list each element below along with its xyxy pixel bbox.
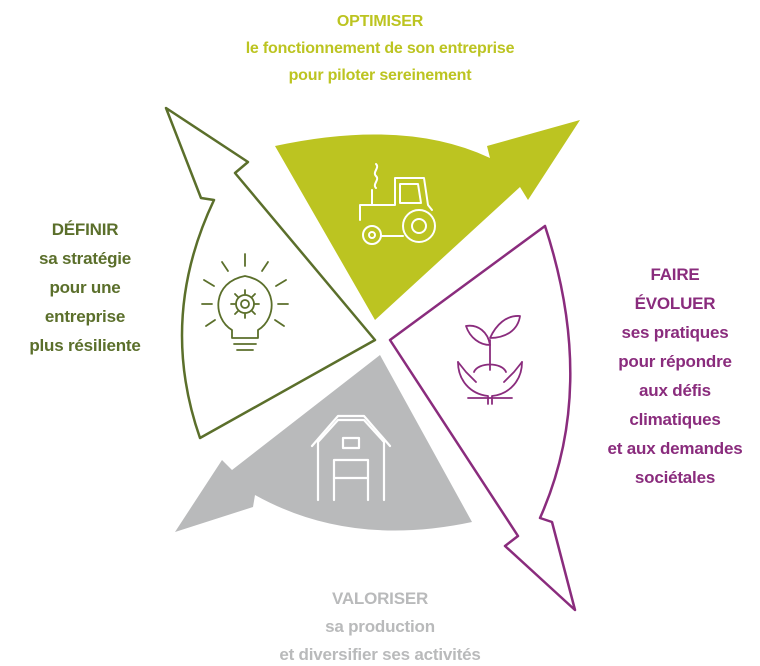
lightbulb-gear-icon bbox=[201, 253, 289, 351]
valoriser-title: VALORISER bbox=[331, 589, 429, 608]
evoluer-arrow-sector bbox=[388, 224, 577, 612]
evoluer-line-6: sociétales bbox=[634, 468, 716, 487]
evoluer-label: FAIRE ÉVOLUER ses pratiques pour répondr… bbox=[590, 260, 760, 492]
evoluer-line-5: et aux demandes bbox=[607, 439, 743, 458]
valoriser-line-2: et diversifier ses activités bbox=[279, 645, 481, 664]
evoluer-line-2: pour répondre bbox=[618, 352, 732, 371]
evoluer-title-2: ÉVOLUER bbox=[634, 294, 716, 313]
valoriser-line-1: sa production bbox=[325, 617, 435, 636]
definir-title: DÉFINIR bbox=[51, 220, 119, 239]
evoluer-line-1: ses pratiques bbox=[621, 323, 729, 342]
evoluer-title-1: FAIRE bbox=[650, 265, 700, 284]
evoluer-sector-shape bbox=[388, 224, 577, 612]
definir-arrow-sector bbox=[164, 106, 377, 440]
evoluer-line-3: aux défis bbox=[639, 381, 711, 400]
evoluer-line-4: climatiques bbox=[629, 410, 721, 429]
optimiser-sector-shape bbox=[275, 120, 580, 320]
optimiser-line-1: le fonctionnement de son entreprise bbox=[245, 40, 515, 57]
valoriser-sector-shape bbox=[175, 355, 472, 532]
valoriser-arrow-sector bbox=[175, 355, 472, 532]
definir-line-2: pour une bbox=[49, 278, 121, 297]
definir-line-1: sa stratégie bbox=[38, 249, 132, 268]
optimiser-line-2: pour piloter sereinement bbox=[288, 67, 472, 84]
optimiser-title: OPTIMISER bbox=[336, 13, 424, 30]
definir-label: DÉFINIR sa stratégie pour une entreprise… bbox=[0, 215, 170, 360]
barn-icon bbox=[310, 414, 392, 502]
valoriser-label: VALORISER sa production et diversifier s… bbox=[200, 585, 560, 666]
optimiser-label: OPTIMISER le fonctionnement de son entre… bbox=[200, 8, 560, 89]
definir-sector-shape bbox=[164, 106, 377, 440]
hands-plant-icon bbox=[457, 315, 523, 405]
definir-line-3: entreprise bbox=[44, 307, 126, 326]
tractor-icon bbox=[359, 163, 436, 245]
definir-line-4: plus résiliente bbox=[29, 336, 141, 355]
optimiser-arrow-sector bbox=[275, 120, 580, 320]
